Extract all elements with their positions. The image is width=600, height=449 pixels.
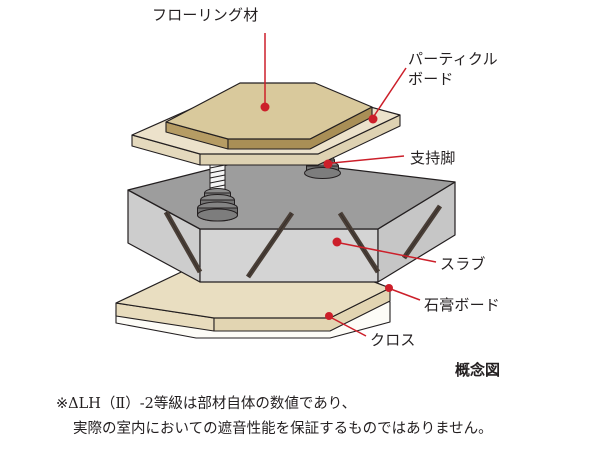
label-flooring-material: フローリング材 [152, 6, 259, 24]
dot-flooring [260, 102, 270, 112]
footnote-line-2: 実際の室内においての遮音性能を保証するものではありません。 [73, 421, 493, 437]
label-cloth: クロス [370, 331, 416, 349]
leader-gypsum-board [387, 287, 421, 301]
leader-dots [260, 102, 393, 320]
dot-particle-board [368, 114, 378, 124]
leader-particle-board [373, 67, 407, 117]
leader-support-leg [331, 155, 405, 164]
footnote-line-1: ※ΔLH（Ⅱ）-2等級は部材自体の数値であり、 [56, 396, 357, 412]
leader-slab [339, 242, 437, 263]
figure-caption: 概念図 [455, 361, 501, 379]
concrete-slab [127, 157, 456, 283]
leader-lines [264, 33, 437, 337]
leg-rubber-base-left [197, 188, 238, 222]
label-particle-board-line1: パーティクル [408, 50, 498, 68]
label-particle-board: パーティクルボード [408, 49, 498, 89]
leader-cloth [329, 316, 367, 337]
dot-gypsum-board [385, 284, 393, 292]
dot-slab [332, 237, 342, 247]
label-particle-board-line2: ボード [408, 70, 454, 88]
dot-support-leg [323, 159, 333, 169]
label-slab: スラブ [440, 255, 486, 273]
dot-cloth [325, 312, 333, 320]
top-assembly [131, 82, 401, 166]
label-gypsum-board: 石膏ボード [424, 296, 501, 314]
label-support-leg: 支持脚 [410, 149, 456, 167]
flooring-layer [165, 82, 373, 150]
footnote: ※ΔLH（Ⅱ）-2等級は部材自体の数値であり、 実際の室内においての遮音性能を保… [56, 392, 586, 442]
